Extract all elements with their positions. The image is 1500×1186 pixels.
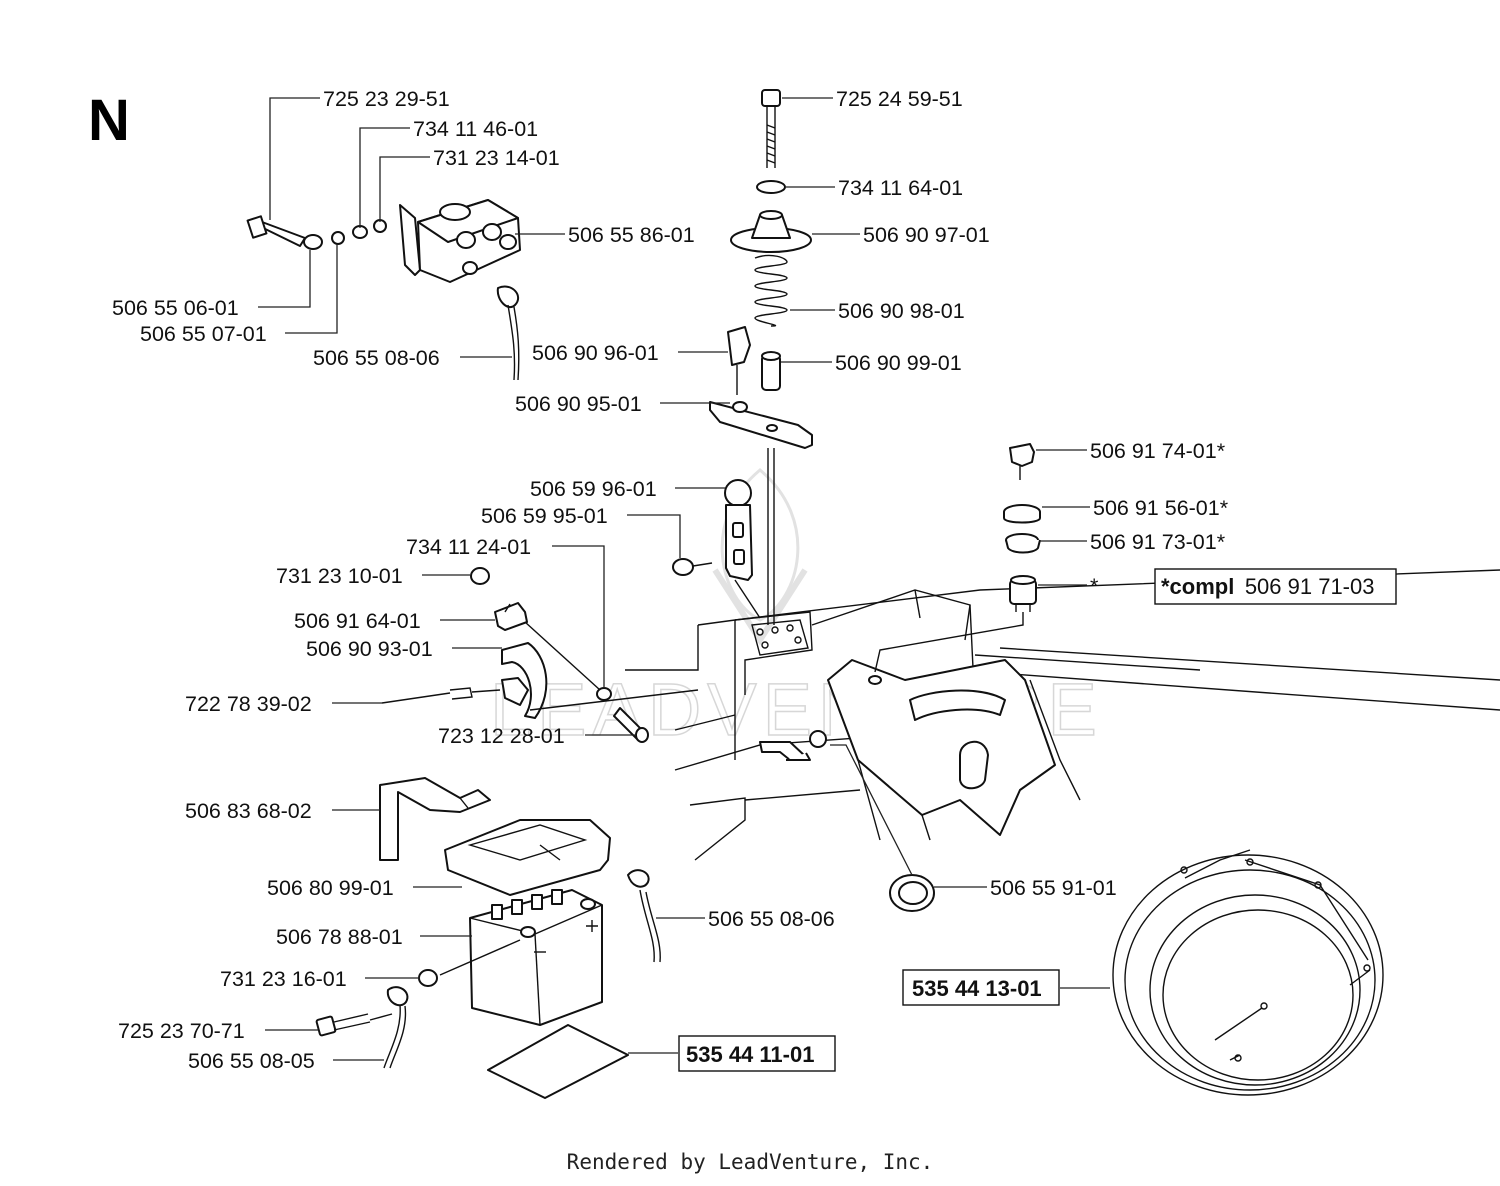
label-506-55-08-06-battery: 506 55 08-06 (708, 907, 835, 931)
switch-bracket (381, 567, 699, 743)
chassis-frame (625, 569, 1500, 861)
label-506-55-06-01: 506 55 06-01 (112, 296, 239, 320)
compl-kit-box (1154, 568, 1397, 605)
label-star: * (1090, 574, 1099, 598)
compl-kit-prefix: *compl (1161, 574, 1234, 599)
label-506-55-86-01: 506 55 86-01 (568, 223, 695, 247)
compl-kit-label: *compl 506 91 71-03 (1161, 574, 1374, 599)
label-725-24-59-51: 725 24 59-51 (836, 87, 963, 111)
label-506-55-08-05: 506 55 08-05 (188, 1049, 315, 1073)
label-734-11-46-01: 734 11 46-01 (413, 117, 538, 141)
label-506-91-56-01: 506 91 56-01* (1093, 496, 1229, 520)
label-506-55-08-06-top: 506 55 08-06 (313, 346, 440, 370)
label-506-59-96-01: 506 59 96-01 (530, 477, 657, 501)
label-731-23-10-01: 731 23 10-01 (276, 564, 403, 588)
label-506-55-91-01: 506 55 91-01 (990, 876, 1117, 900)
label-506-91-64-01: 506 91 64-01 (294, 609, 421, 633)
part-labels: 725 23 29-51 734 11 46-01 731 23 14-01 5… (112, 87, 1397, 1073)
label-506-80-99-01: 506 80 99-01 (267, 876, 394, 900)
label-731-23-14-01: 731 23 14-01 (433, 146, 560, 170)
label-723-12-28-01: 723 12 28-01 (438, 724, 565, 748)
label-506-90-96-01: 506 90 96-01 (532, 341, 659, 365)
label-506-59-95-01: 506 59 95-01 (481, 504, 608, 528)
spring-stack (709, 89, 813, 625)
label-734-11-24-01: 734 11 24-01 (406, 535, 531, 559)
wiring-harness (1112, 849, 1384, 1096)
label-535-44-13-01: 535 44 13-01 (912, 976, 1042, 1001)
label-734-11-64-01: 734 11 64-01 (838, 176, 963, 200)
manual-part-box (678, 1035, 836, 1072)
label-506-83-68-02: 506 83 68-02 (185, 799, 312, 823)
leader-lines (258, 97, 1110, 1061)
label-506-90-95-01: 506 90 95-01 (515, 392, 642, 416)
label-506-90-98-01: 506 90 98-01 (838, 299, 965, 323)
label-506-55-07-01: 506 55 07-01 (140, 322, 267, 346)
label-506-78-88-01: 506 78 88-01 (276, 925, 403, 949)
lever-handle (672, 479, 761, 619)
label-722-78-39-02: 722 78 39-02 (185, 692, 312, 716)
label-725-23-29-51: 725 23 29-51 (323, 87, 450, 111)
bearing-ring (889, 874, 935, 912)
label-506-91-73-01: 506 91 73-01* (1090, 530, 1226, 554)
section-letter: N (88, 88, 130, 153)
solenoid-assembly (246, 199, 521, 381)
label-731-23-16-01: 731 23 16-01 (220, 967, 347, 991)
harness-part-box (902, 969, 1060, 1006)
key-switch (874, 443, 1041, 673)
label-506-90-99-01: 506 90 99-01 (835, 351, 962, 375)
render-credit: Rendered by LeadVenture, Inc. (566, 1150, 934, 1174)
battery-assembly (315, 777, 661, 1099)
compl-kit-number: 506 91 71-03 (1245, 574, 1375, 599)
label-725-23-70-71: 725 23 70-71 (118, 1019, 245, 1043)
label-506-91-74-01: 506 91 74-01* (1090, 439, 1226, 463)
label-535-44-11-01: 535 44 11-01 (686, 1042, 814, 1067)
label-506-90-93-01: 506 90 93-01 (306, 637, 433, 661)
label-506-90-97-01: 506 90 97-01 (863, 223, 990, 247)
